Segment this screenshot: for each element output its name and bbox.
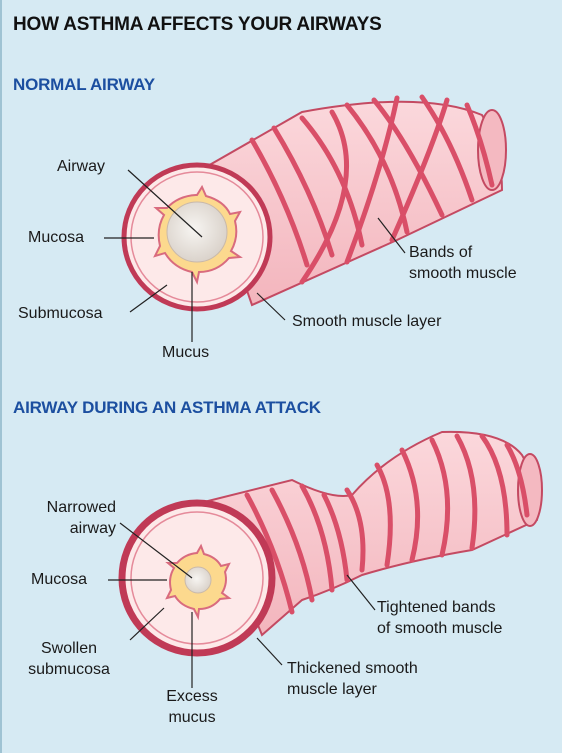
normal-airway-heading: NORMAL AIRWAY <box>13 75 155 94</box>
attack-muscle-bands <box>244 433 530 615</box>
asthma-attack-heading: AIRWAY DURING AN ASTHMA ATTACK <box>13 398 321 417</box>
normal-tube-far-end <box>477 109 507 191</box>
label-mucosa: Mucosa <box>28 229 85 246</box>
label-smooth-muscle-layer: Smooth muscle layer <box>292 313 442 330</box>
label-swollen-line-1: Swollen <box>40 640 98 657</box>
page-title: HOW ASTHMA AFFECTS YOUR AIRWAYS <box>13 14 382 35</box>
attack-airway <box>108 430 543 688</box>
label-excess-line-2: mucus <box>168 709 216 726</box>
label-swollen-line-2: submucosa <box>28 661 110 678</box>
label-excess-line-1: Excess <box>166 688 218 705</box>
label-bands-line-1: Bands of <box>409 244 473 261</box>
label-tightened-line-1: Tightened bands <box>377 599 496 616</box>
label-thickened-line-2: muscle layer <box>287 681 377 698</box>
label-thickened-line-1: Thickened smooth <box>287 660 418 677</box>
label-narrowed-line-2: airway <box>69 520 116 537</box>
label-bands-line-2: smooth muscle <box>409 265 517 282</box>
label-tightened-bands: Tightened bands of smooth muscle <box>377 597 502 639</box>
label-tightened-line-2: of smooth muscle <box>377 620 503 637</box>
attack-lumen <box>184 566 212 594</box>
label-thickened-muscle-layer: Thickened smooth muscle layer <box>287 658 418 700</box>
label-submucosa: Submucosa <box>18 305 103 322</box>
label-attack-mucosa: Mucosa <box>31 571 88 588</box>
label-narrowed-airway: Narrowed airway <box>24 497 116 539</box>
label-swollen-submucosa: Swollen submucosa <box>14 638 124 680</box>
label-excess-mucus: Excess mucus <box>150 686 234 728</box>
normal-airway <box>104 94 507 342</box>
label-airway: Airway <box>57 158 106 175</box>
label-mucus: Mucus <box>162 344 210 361</box>
normal-muscle-bands <box>249 94 495 285</box>
label-bands-of-smooth-muscle: Bands of smooth muscle <box>409 242 517 284</box>
label-narrowed-line-1: Narrowed <box>46 499 116 516</box>
